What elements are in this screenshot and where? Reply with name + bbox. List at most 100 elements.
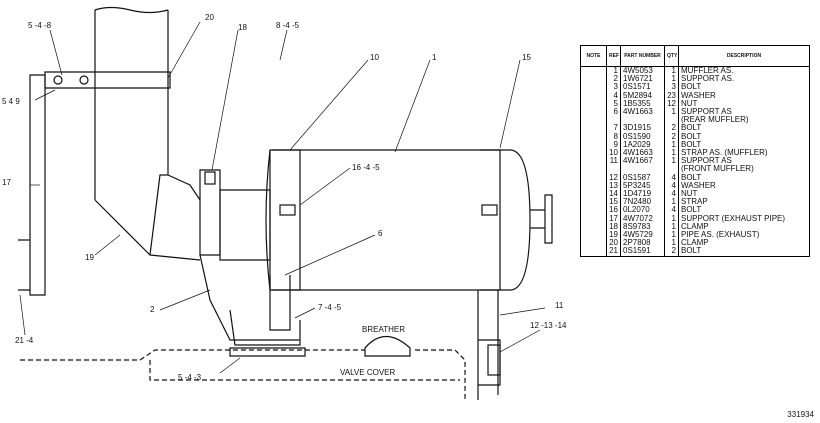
cell-qty: 12 bbox=[664, 99, 679, 109]
cell-note bbox=[580, 247, 607, 257]
cell-desc: (FRONT MUFFLER) bbox=[678, 165, 810, 174]
callout-2: 2 bbox=[150, 305, 155, 314]
left-support bbox=[29, 74, 46, 296]
cell-desc: BOLT bbox=[678, 206, 810, 215]
table-row: (FRONT MUFFLER) bbox=[580, 165, 810, 174]
callout-1: 1 bbox=[432, 53, 437, 62]
cell-desc: WASHER bbox=[678, 181, 810, 191]
cell-part: 5M2894 bbox=[620, 91, 665, 100]
cell-part: 0S1590 bbox=[620, 132, 665, 141]
callout-21-4: 21 -4 bbox=[15, 336, 34, 345]
table-row: (REAR MUFFLER) bbox=[580, 116, 810, 125]
callout-11: 11 bbox=[555, 301, 564, 310]
cell-part: 4W5729 bbox=[620, 231, 665, 240]
callout-15: 15 bbox=[522, 53, 531, 62]
cell-ref: 18 bbox=[606, 222, 621, 232]
parts-list-table: NOTE REF NO. PART NUMBER QTY DESCRIPTION… bbox=[580, 45, 810, 257]
cell-note bbox=[580, 132, 607, 141]
cell-part: 1A2029 bbox=[620, 140, 665, 150]
cell-note bbox=[580, 116, 607, 125]
cell-part: 1W6721 bbox=[620, 75, 665, 84]
callout-8-4-5: 8 -4 -5 bbox=[276, 21, 300, 30]
cell-qty: 2 bbox=[664, 132, 679, 141]
muffler-strap-front bbox=[480, 149, 501, 291]
cell-ref: 20 bbox=[606, 239, 621, 248]
cell-desc: SUPPORT AS bbox=[678, 157, 810, 166]
cell-qty: 1 bbox=[664, 66, 679, 76]
callout-12-13-14: 12 -13 -14 bbox=[530, 321, 567, 330]
cell-desc: SUPPORT AS bbox=[678, 108, 810, 117]
cell-part: 0L2070 bbox=[620, 206, 665, 215]
cell-part: 0S1591 bbox=[620, 247, 665, 257]
cell-note bbox=[580, 66, 607, 76]
callout-7-4-5: 7 -4 -5 bbox=[318, 303, 342, 312]
cell-qty bbox=[664, 165, 679, 174]
cell-ref: 8 bbox=[606, 132, 621, 141]
cell-note bbox=[580, 173, 607, 182]
cell-desc: CLAMP bbox=[678, 239, 810, 248]
label-valve-cover: VALVE COVER bbox=[340, 368, 396, 377]
cell-ref: 19 bbox=[606, 231, 621, 240]
cell-desc: BOLT bbox=[678, 132, 810, 141]
cell-part: 2P7808 bbox=[620, 239, 665, 248]
exhaust-stack bbox=[94, 10, 169, 200]
cell-qty: 1 bbox=[664, 75, 679, 84]
cell-part: 4W7072 bbox=[620, 214, 665, 223]
cell-desc: NUT bbox=[678, 190, 810, 199]
cell-desc: CLAMP bbox=[678, 222, 810, 232]
cell-ref: 15 bbox=[606, 198, 621, 207]
cell-qty: 2 bbox=[664, 124, 679, 133]
label-breather: BREATHER bbox=[362, 325, 405, 334]
cell-note bbox=[580, 222, 607, 232]
cell-part: 7N2480 bbox=[620, 198, 665, 207]
cell-desc: MUFFLER AS. bbox=[678, 66, 810, 76]
cell-part: 3D1915 bbox=[620, 124, 665, 133]
cell-qty: 3 bbox=[664, 83, 679, 92]
cell-ref bbox=[606, 116, 621, 125]
cell-ref bbox=[606, 165, 621, 174]
header-qty: QTY bbox=[664, 45, 679, 67]
cell-desc: BOLT bbox=[678, 124, 810, 133]
cell-part: 0S1571 bbox=[620, 83, 665, 92]
header-ref-no: REF NO. bbox=[606, 45, 621, 67]
cell-ref: 14 bbox=[606, 190, 621, 199]
breather bbox=[364, 335, 411, 357]
callout-18: 18 bbox=[238, 23, 247, 32]
parts-table-header: NOTE REF NO. PART NUMBER QTY DESCRIPTION bbox=[580, 45, 810, 67]
cell-part bbox=[620, 165, 665, 174]
front-support bbox=[477, 290, 499, 400]
cell-desc: (REAR MUFFLER) bbox=[678, 116, 810, 125]
cell-part: 1B5355 bbox=[620, 99, 665, 109]
cell-note bbox=[580, 108, 607, 117]
cell-desc: WASHER bbox=[678, 91, 810, 100]
callout-10: 10 bbox=[370, 53, 379, 62]
cell-desc: STRAP AS. (MUFFLER) bbox=[678, 149, 810, 158]
cell-desc: SUPPORT (EXHAUST PIPE) bbox=[678, 214, 810, 223]
cell-qty: 1 bbox=[664, 239, 679, 248]
cell-note bbox=[580, 214, 607, 223]
cell-desc: NUT bbox=[678, 99, 810, 109]
callout-19: 19 bbox=[85, 253, 94, 262]
cell-qty: 23 bbox=[664, 91, 679, 100]
pipe-clamp bbox=[199, 169, 221, 256]
cell-qty: 1 bbox=[664, 214, 679, 223]
muffler-strap-rear bbox=[272, 149, 301, 291]
cell-qty: 1 bbox=[664, 231, 679, 240]
cell-desc: BOLT bbox=[678, 83, 810, 92]
cell-note bbox=[580, 83, 607, 92]
cell-note bbox=[580, 157, 607, 166]
cell-desc: BOLT bbox=[678, 173, 810, 182]
